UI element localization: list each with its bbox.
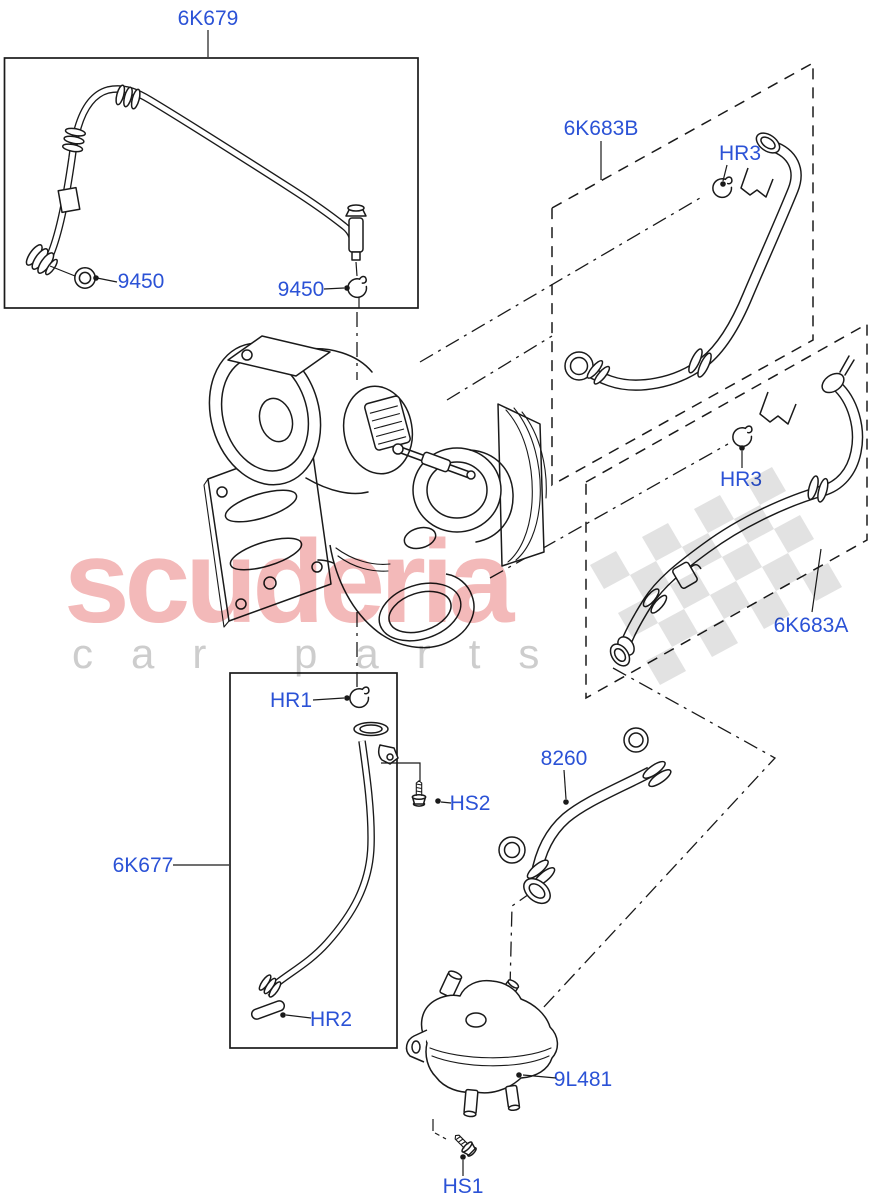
hose-6k683b-illustration <box>564 132 802 391</box>
callout-hs2[interactable]: HS2 <box>450 792 491 815</box>
callout-9l481[interactable]: 9L481 <box>554 1068 612 1091</box>
watermark-brand-text: scuderia <box>64 516 516 648</box>
pipe-tag <box>57 186 81 214</box>
detail-box-6k679 <box>3 57 419 309</box>
screw-hs2 <box>411 780 427 807</box>
clip-hr3-lower <box>730 424 757 450</box>
watermark-tagline-text: car parts <box>72 630 577 677</box>
callout-hr3-upper[interactable]: HR3 <box>719 142 761 165</box>
hose-6k683a-illustration <box>609 355 864 667</box>
detail-box-6k683a <box>585 322 868 700</box>
water-outlet-9l481-illustration <box>405 970 559 1140</box>
pipe-bellows <box>115 84 141 110</box>
mounting-ear <box>405 1029 428 1063</box>
callout-6k677[interactable]: 6K677 <box>113 854 174 877</box>
callout-6k683a[interactable]: 6K683A <box>774 614 849 637</box>
detail-box-6k683b <box>551 61 814 487</box>
callouts: 6K679 9450 9450 6K683B HR3 HR3 6K683A 6K… <box>93 7 848 1198</box>
callout-6k683b[interactable]: 6K683B <box>564 117 639 140</box>
oil-return-pipe-6k677-illustration <box>250 721 421 1020</box>
pipe-bellows <box>258 974 282 998</box>
oil-feed-pipe-6k679-illustration <box>25 84 367 277</box>
washer-9450 <box>74 267 96 289</box>
turbocharger-illustration <box>203 335 547 649</box>
detail-box-6k677 <box>229 672 398 1049</box>
hose-clamp <box>807 475 829 503</box>
hose-8260-illustration <box>498 727 672 905</box>
callout-hr2[interactable]: HR2 <box>310 1008 352 1031</box>
watermark: scuderia car parts <box>64 467 842 685</box>
hose-clamp <box>642 760 672 788</box>
callout-hs1[interactable]: HS1 <box>443 1175 484 1198</box>
hose-clamp-ring <box>498 836 526 864</box>
pipe-gasket-ring <box>353 721 389 737</box>
centerlines <box>356 197 777 1009</box>
gasket-strip-hr2 <box>250 1000 286 1020</box>
clip-hr1 <box>347 685 374 711</box>
callout-8260[interactable]: 8260 <box>541 747 588 770</box>
checkered-flag-watermark <box>590 467 842 685</box>
hose-bracket <box>759 391 797 425</box>
banjo-fitting <box>345 204 367 261</box>
callout-9450-right[interactable]: 9450 <box>278 278 325 301</box>
hose-bracket <box>740 167 774 198</box>
hose-clamp <box>688 348 712 378</box>
callout-6k679[interactable]: 6K679 <box>178 7 239 30</box>
hose-clamp-ring <box>623 727 649 753</box>
callout-hr1[interactable]: HR1 <box>270 689 312 712</box>
pipe-bellows <box>61 127 87 153</box>
callout-9450-left[interactable]: 9450 <box>118 270 165 293</box>
screw-hs1 <box>450 1130 479 1159</box>
